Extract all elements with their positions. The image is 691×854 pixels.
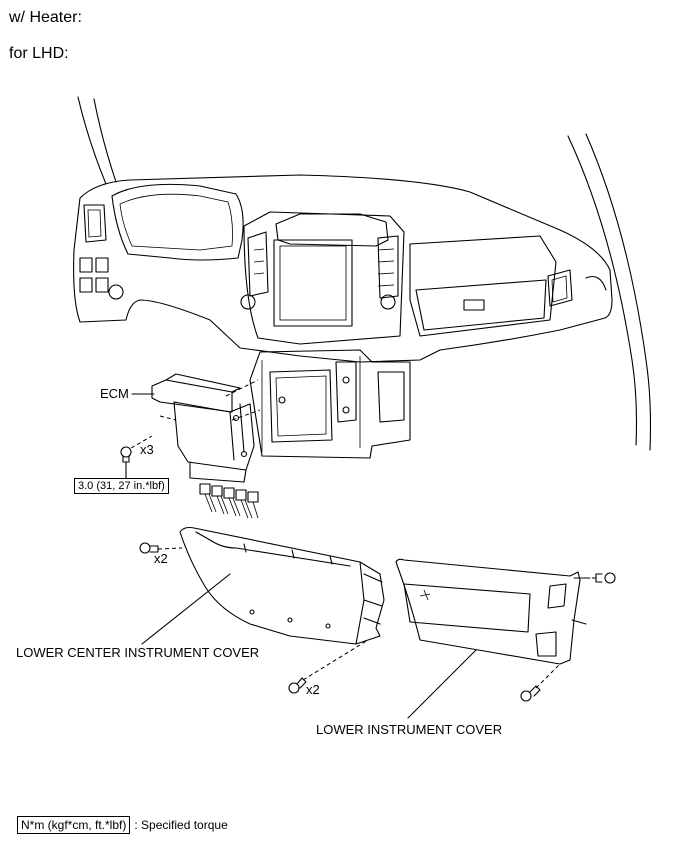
wire-harness-connectors <box>199 483 259 519</box>
ecm-torque-box: 3.0 (31, 27 in.*lbf) <box>74 478 169 494</box>
ecm-bolt <box>120 435 153 479</box>
torque-legend: N*m (kgf*cm, ft.*lbf): Specified torque <box>17 816 228 834</box>
lower-center-screw-qty: x2 <box>306 682 320 697</box>
lower-instrument-cover-fasteners <box>520 572 616 702</box>
legend-unit-box: N*m (kgf*cm, ft.*lbf) <box>17 816 131 834</box>
lower-center-instrument-cover <box>179 526 385 645</box>
variant-heading: for LHD: <box>9 45 69 62</box>
lower-center-screws <box>288 639 369 694</box>
ecm-bolt-qty: x3 <box>140 442 154 457</box>
windshield-frame <box>77 96 652 451</box>
lower-center-clips <box>139 542 183 554</box>
instrument-panel <box>73 174 613 363</box>
ecm-label: ECM <box>100 386 129 401</box>
legend-description: : Specified torque <box>134 818 228 832</box>
center-bracket <box>249 349 411 459</box>
lower-instrument-cover-label: LOWER INSTRUMENT COVER <box>316 722 503 737</box>
lower-instrument-cover <box>395 558 591 665</box>
lower-center-cover-label: LOWER CENTER INSTRUMENT COVER <box>16 645 260 660</box>
condition-heading: w/ Heater: <box>9 9 82 26</box>
lower-instrument-cover-leader <box>407 649 477 719</box>
lower-center-clip-qty: x2 <box>154 551 168 566</box>
lower-center-cover-leader <box>141 573 231 645</box>
ecm-unit <box>151 373 261 483</box>
